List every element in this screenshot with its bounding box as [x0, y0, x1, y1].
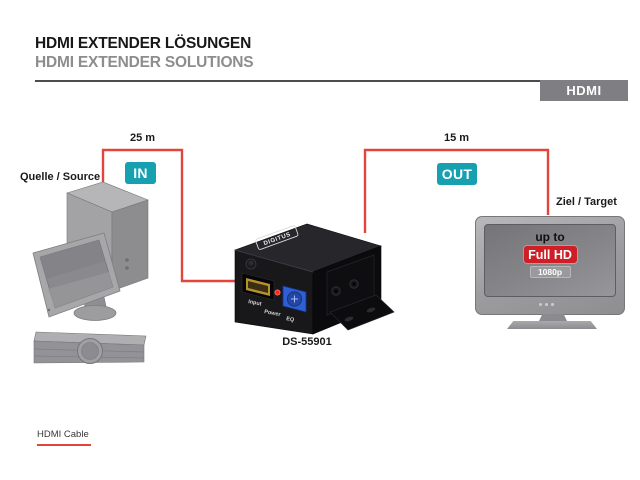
page-title-de: HDMI EXTENDER LÖSUNGEN: [35, 35, 252, 52]
power-led: [274, 289, 281, 296]
target-tv: up to Full HD 1080p: [475, 216, 625, 315]
source-label: Quelle / Source: [20, 171, 101, 183]
monitor-icon: [32, 232, 121, 318]
eq-port-label: EQ: [286, 316, 296, 324]
hdmi-out-cable-line: [363, 148, 550, 233]
hdmi-input-port: [241, 272, 275, 301]
dvd-player-icon: [33, 331, 147, 364]
power-port-label: Power: [264, 309, 282, 318]
tv-stand-neck: [539, 314, 567, 321]
page-title-en: HDMI EXTENDER SOLUTIONS: [35, 54, 254, 71]
tv-buttons: [539, 303, 554, 306]
hdmi-cable-legend-label: HDMI Cable: [37, 429, 89, 440]
in-badge: IN: [125, 162, 156, 184]
extender-model-label: DS-55901: [282, 336, 332, 348]
tv-upto-label: up to: [535, 230, 565, 244]
tv-screen: up to Full HD 1080p: [484, 224, 616, 297]
eq-dial: [282, 285, 307, 313]
mounting-bracket: [326, 254, 395, 331]
cable-length-out-label: 15 m: [443, 132, 470, 144]
extender-device-illustration: DIGITUS Input Power EQ: [234, 223, 395, 335]
tv-resolution-badge: 1080p: [529, 266, 571, 278]
tv-fullhd-badge: Full HD: [523, 246, 577, 263]
hdmi-in-cable-line: [101, 148, 248, 283]
hdmi-cable-legend: HDMI Cable: [37, 424, 91, 446]
tv-stand-base: [507, 321, 597, 329]
cable-length-in-label: 25 m: [129, 132, 156, 144]
monitor-power-led: [47, 308, 51, 312]
hdmi-category-badge: HDMI: [540, 80, 628, 101]
input-port-label: Input: [248, 299, 263, 307]
target-label: Ziel / Target: [556, 196, 617, 208]
out-badge: OUT: [437, 163, 477, 185]
header-divider: [35, 80, 627, 82]
